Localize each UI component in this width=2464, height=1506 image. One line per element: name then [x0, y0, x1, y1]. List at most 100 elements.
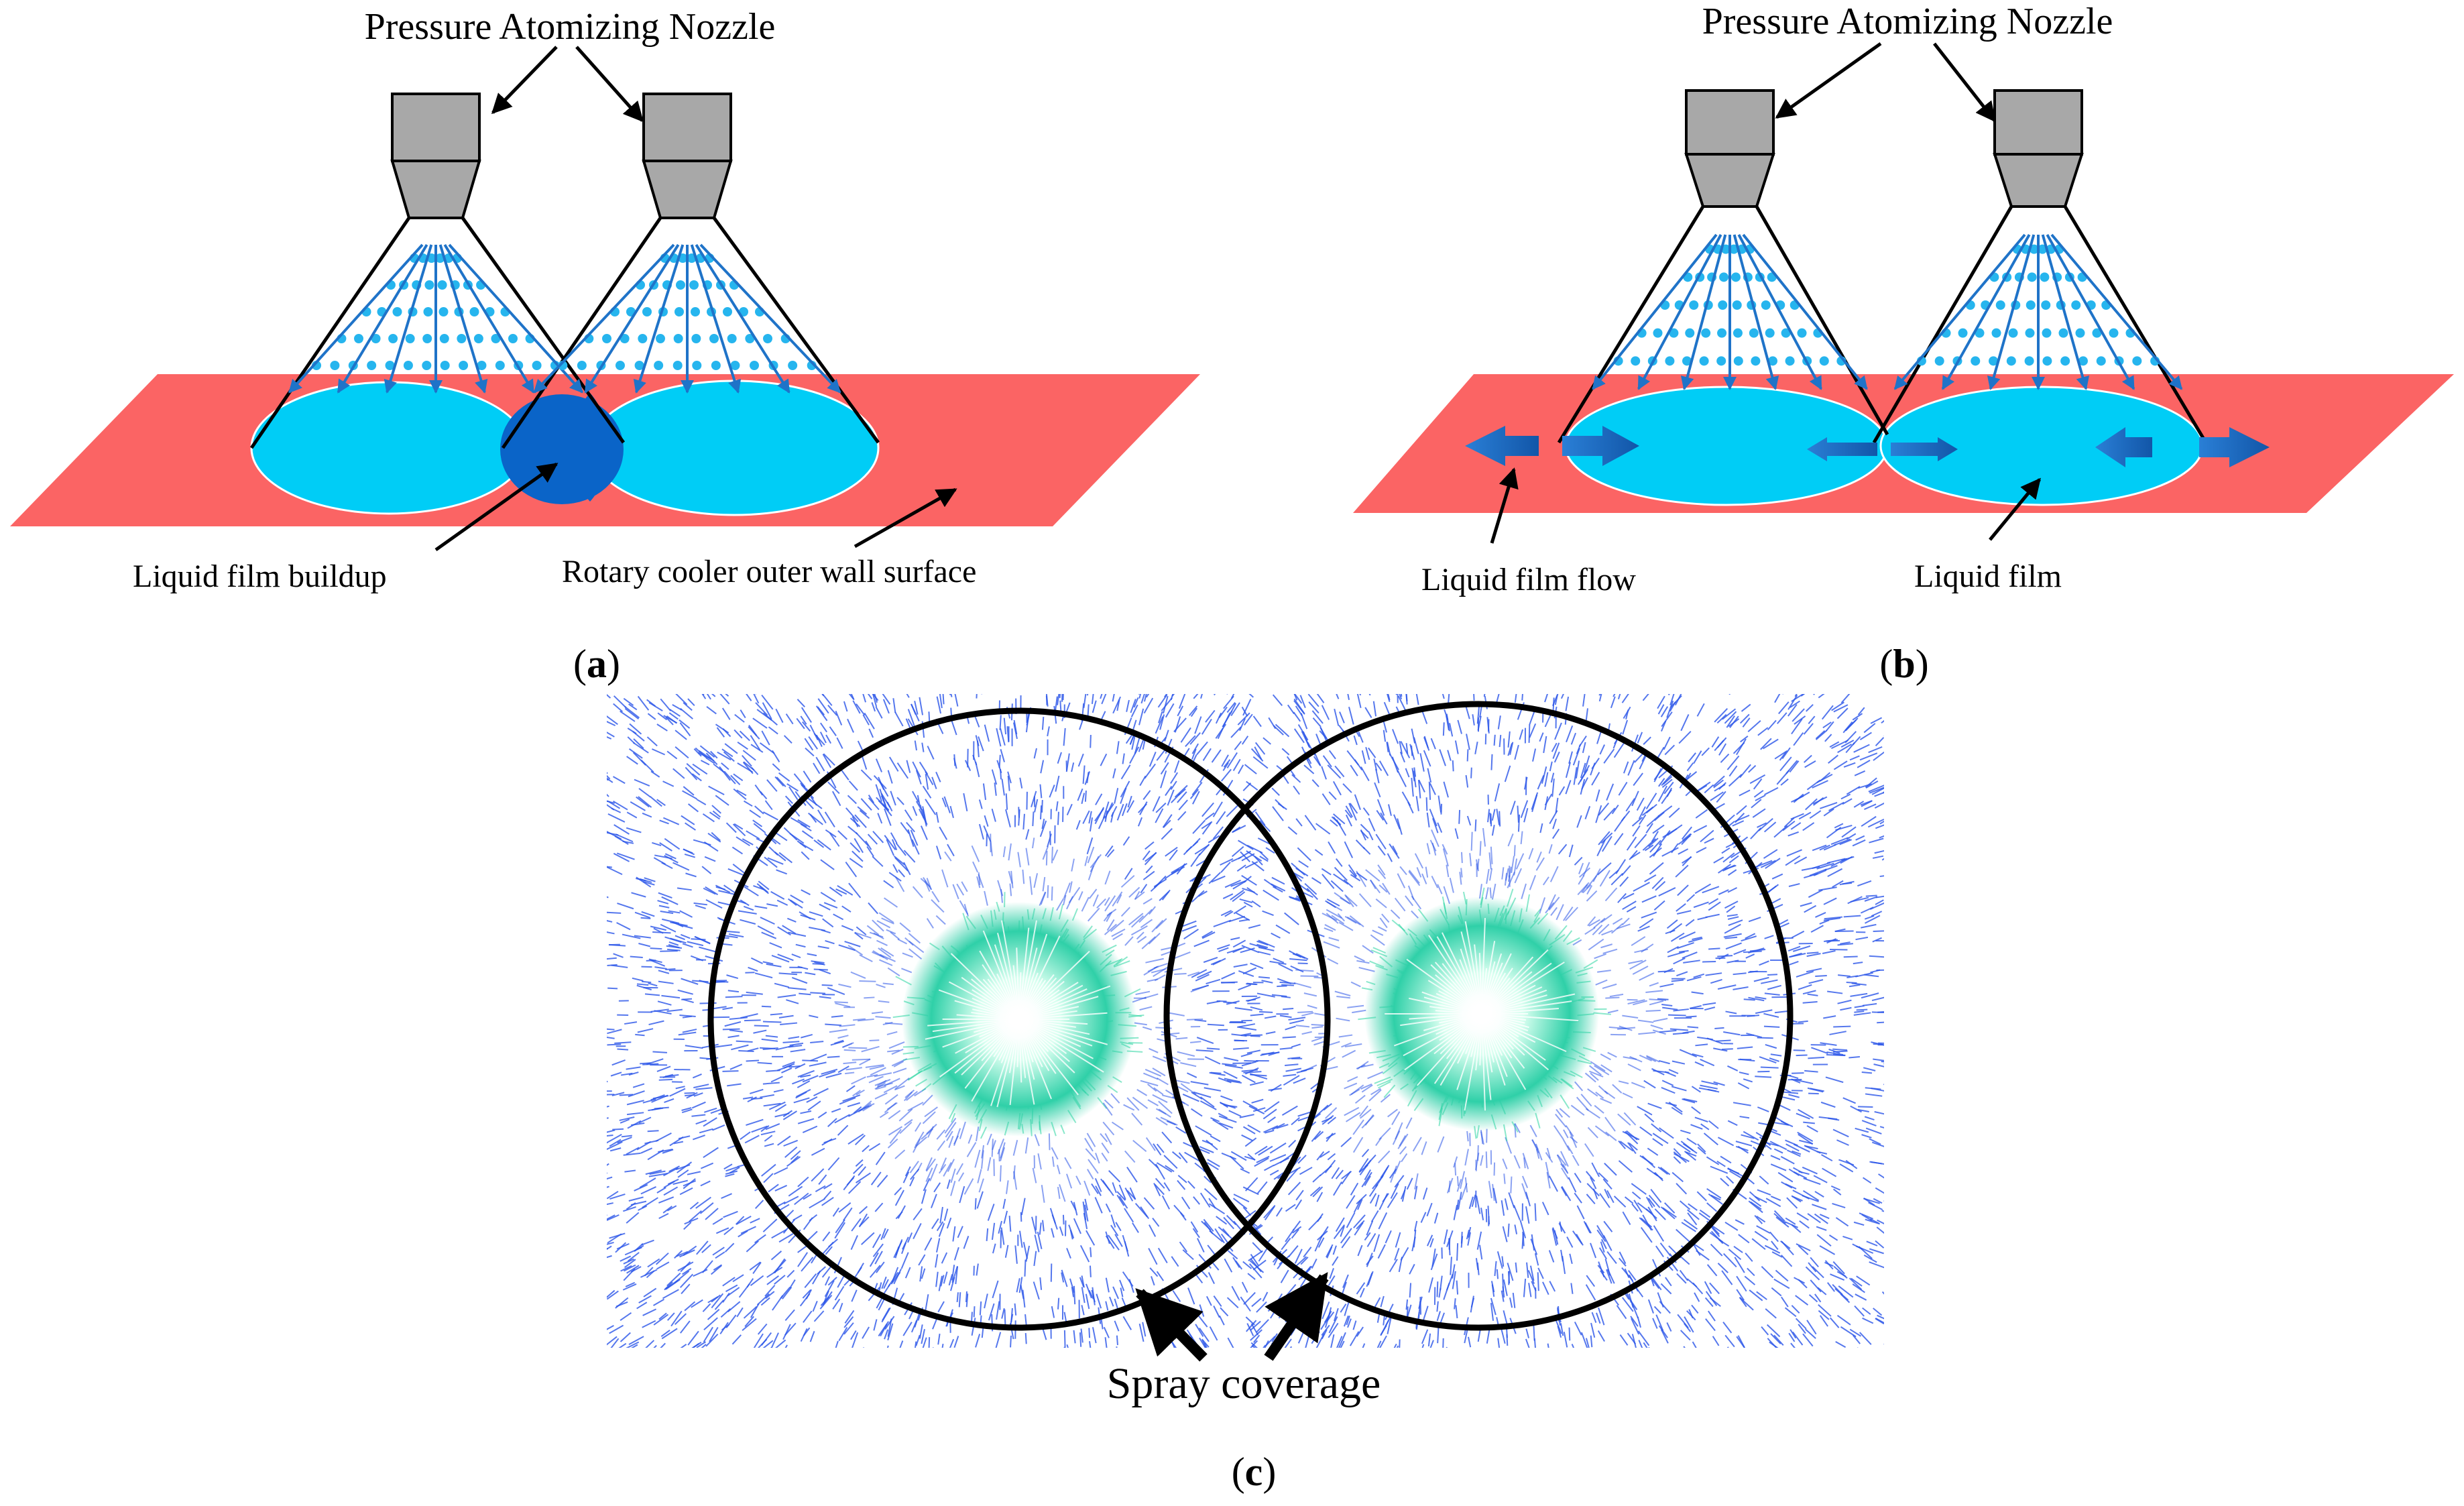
velocity-vector: [825, 734, 832, 744]
velocity-vector: [848, 1181, 862, 1194]
velocity-vector: [1334, 1308, 1339, 1322]
velocity-vector: [1012, 1140, 1018, 1156]
velocity-vector: [607, 1214, 615, 1220]
velocity-vector: [788, 931, 807, 937]
velocity-vector: [838, 983, 852, 988]
velocity-vector: [1586, 1194, 1596, 1205]
velocity-vector: [1163, 695, 1169, 714]
velocity-vector: [607, 813, 626, 823]
velocity-vector: [1574, 1173, 1582, 1183]
velocity-vector: [1804, 1145, 1821, 1154]
velocity-vector: [1304, 815, 1317, 831]
velocity-vector: [1104, 870, 1111, 885]
velocity-vector: [648, 1020, 664, 1026]
velocity-vector: [1588, 919, 1600, 927]
velocity-vector: [875, 1151, 886, 1165]
velocity-vector: [672, 704, 683, 711]
velocity-vector: [1061, 1269, 1068, 1287]
velocity-vector: [1488, 1181, 1492, 1199]
velocity-vector: [777, 994, 797, 998]
velocity-vector: [1617, 1027, 1636, 1030]
velocity-vector: [887, 1049, 900, 1053]
velocity-vector: [1553, 751, 1560, 763]
velocity-vector: [687, 698, 695, 706]
velocity-vector: [1355, 839, 1366, 850]
velocity-vector: [1757, 1106, 1769, 1112]
velocity-vector: [1140, 1206, 1150, 1219]
velocity-vector: [991, 769, 998, 785]
velocity-vector: [1749, 1191, 1761, 1202]
velocity-vector: [858, 1213, 868, 1228]
velocity-vector: [1662, 1006, 1678, 1010]
velocity-vector: [656, 799, 666, 806]
velocity-vector: [661, 896, 679, 905]
velocity-vector: [1811, 1047, 1828, 1055]
velocity-vector: [661, 1328, 678, 1340]
velocity-vector: [650, 960, 666, 967]
velocity-vector: [1653, 843, 1663, 857]
velocity-vector: [1676, 1228, 1690, 1242]
velocity-vector: [1422, 1306, 1429, 1322]
velocity-vector: [1385, 1230, 1392, 1244]
flow-arrow-mid-left: [1807, 437, 1877, 461]
velocity-vector: [1678, 730, 1692, 744]
velocity-vector: [799, 992, 811, 996]
velocity-vector: [742, 1096, 754, 1100]
velocity-vector: [1676, 941, 1694, 949]
velocity-vector: [1743, 950, 1762, 953]
velocity-vector: [1263, 878, 1277, 888]
velocity-vector: [723, 1210, 738, 1218]
velocity-vector: [853, 1163, 864, 1174]
velocity-vector: [956, 1292, 959, 1303]
velocity-vector: [634, 1183, 648, 1192]
velocity-vector: [932, 1318, 938, 1330]
velocity-vector: [815, 756, 825, 772]
velocity-vector: [1794, 856, 1808, 865]
velocity-vector: [1806, 1125, 1818, 1133]
velocity-vector: [984, 815, 989, 827]
droplet: [634, 361, 644, 370]
droplet: [1767, 356, 1777, 366]
velocity-vector: [607, 1037, 615, 1039]
velocity-vector: [834, 1222, 845, 1239]
velocity-vector: [986, 833, 988, 847]
velocity-vector: [1798, 1324, 1806, 1334]
velocity-vector: [1587, 1088, 1598, 1097]
velocity-vector: [832, 1207, 840, 1217]
droplet: [1732, 300, 1742, 310]
velocity-vector: [1155, 1177, 1165, 1189]
velocity-vector: [1726, 715, 1735, 728]
velocity-vector: [1660, 1167, 1671, 1175]
velocity-vector: [1639, 1217, 1653, 1231]
velocity-vector: [1881, 858, 1884, 861]
velocity-vector: [1658, 887, 1676, 896]
velocity-vector: [1180, 727, 1191, 743]
velocity-vector: [1632, 966, 1649, 975]
velocity-vector: [1601, 1238, 1607, 1250]
velocity-vector: [1565, 907, 1578, 921]
velocity-vector: [964, 760, 972, 771]
velocity-vector: [1571, 1344, 1575, 1348]
velocity-vector: [703, 841, 719, 852]
velocity-vector: [1446, 864, 1450, 878]
velocity-vector: [1838, 1285, 1854, 1298]
velocity-vector: [1714, 1027, 1724, 1030]
velocity-vector: [705, 886, 719, 896]
velocity-vector: [666, 1008, 683, 1012]
velocity-vector: [976, 1263, 979, 1276]
velocity-vector: [607, 1141, 623, 1151]
velocity-vector: [1723, 933, 1742, 938]
velocity-vector: [1240, 1168, 1250, 1174]
velocity-vector: [1207, 1159, 1220, 1167]
velocity-vector: [1050, 1263, 1053, 1282]
velocity-vector: [680, 1343, 687, 1348]
velocity-vector: [1139, 1006, 1153, 1011]
velocity-vector: [1840, 740, 1855, 748]
velocity-vector: [1414, 853, 1424, 869]
velocity-vector: [1596, 839, 1606, 856]
velocity-vector: [1523, 1157, 1526, 1169]
velocity-vector: [967, 1134, 973, 1144]
velocity-vector: [652, 842, 662, 846]
velocity-vector: [764, 800, 773, 811]
velocity-vector: [1232, 1257, 1240, 1268]
